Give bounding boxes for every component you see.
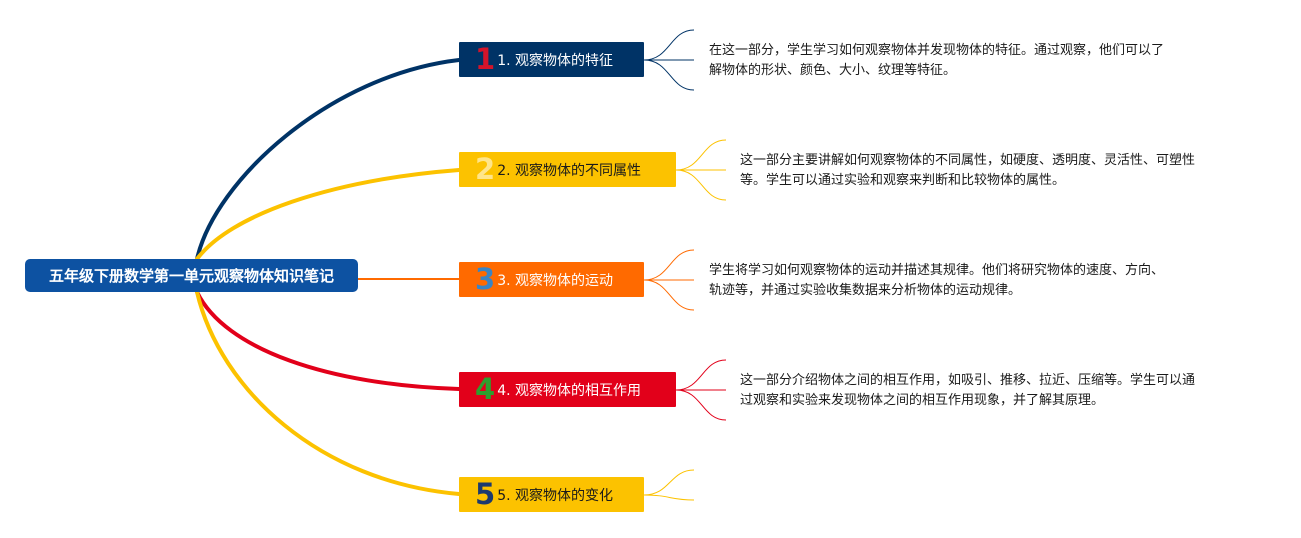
number-badge-5: 5 bbox=[475, 477, 495, 511]
topic-4-description: 这一部分介绍物体之间的相互作用，如吸引、推移、拉近、压缩等。学生可以通 过观察和… bbox=[740, 371, 1195, 411]
topic-4[interactable]: 4 4. 观察物体的相互作用 bbox=[459, 372, 676, 407]
branch-line-4 bbox=[195, 290, 461, 391]
topic-5-label: 5. 观察物体的变化 bbox=[497, 487, 613, 504]
topic-1-description-line-2: 解物体的形状、颜色、大小、纹理等特征。 bbox=[709, 63, 957, 78]
topic-2-description-line-2: 等。学生可以通过实验和观察来判断和比较物体的属性。 bbox=[740, 173, 1066, 188]
topic-4-description-line-1: 这一部分介绍物体之间的相互作用，如吸引、推移、拉近、压缩等。学生可以通 bbox=[740, 373, 1196, 388]
branch-line-1 bbox=[195, 58, 461, 261]
bracket-1 bbox=[643, 29, 695, 91]
topic-1-description: 在这一部分，学生学习如何观察物体并发现物体的特征。通过观察，他们可以了 解物体的… bbox=[709, 41, 1164, 81]
topic-2-description-line-1: 这一部分主要讲解如何观察物体的不同属性，如硬度、透明度、灵活性、可塑性 bbox=[740, 153, 1196, 168]
number-badge-2: 2 bbox=[475, 152, 495, 186]
topic-4-description-line-2: 过观察和实验来发现物体之间的相互作用现象，并了解其原理。 bbox=[740, 393, 1105, 408]
bracket-2 bbox=[675, 139, 727, 201]
branch-line-5 bbox=[195, 290, 461, 496]
number-badge-3: 3 bbox=[475, 262, 495, 296]
topic-2-label: 2. 观察物体的不同属性 bbox=[497, 162, 641, 179]
number-badge-1: 1 bbox=[475, 42, 495, 76]
topic-3-description: 学生将学习如何观察物体的运动并描述其规律。他们将研究物体的速度、方向、 轨迹等，… bbox=[709, 261, 1164, 301]
branch-line-2 bbox=[195, 168, 461, 261]
root-topic[interactable]: 五年级下册数学第一单元观察物体知识笔记 bbox=[25, 259, 358, 292]
topic-5[interactable]: 5 5. 观察物体的变化 bbox=[459, 477, 644, 512]
topic-3-label: 3. 观察物体的运动 bbox=[497, 272, 613, 289]
topic-3-description-line-1: 学生将学习如何观察物体的运动并描述其规律。他们将研究物体的速度、方向、 bbox=[709, 263, 1165, 278]
bracket-5 bbox=[643, 469, 695, 501]
topic-2[interactable]: 2 2. 观察物体的不同属性 bbox=[459, 152, 676, 187]
bracket-4 bbox=[675, 359, 727, 421]
number-badge-4: 4 bbox=[475, 372, 495, 406]
bracket-3 bbox=[643, 249, 695, 311]
topic-1-description-line-1: 在这一部分，学生学习如何观察物体并发现物体的特征。通过观察，他们可以了 bbox=[709, 43, 1165, 58]
topic-1-label: 1. 观察物体的特征 bbox=[497, 52, 613, 69]
topic-2-description: 这一部分主要讲解如何观察物体的不同属性，如硬度、透明度、灵活性、可塑性 等。学生… bbox=[740, 151, 1195, 191]
topic-3-description-line-2: 轨迹等，并通过实验收集数据来分析物体的运动规律。 bbox=[709, 283, 1022, 298]
topic-1[interactable]: 1 1. 观察物体的特征 bbox=[459, 42, 644, 77]
topic-3[interactable]: 3 3. 观察物体的运动 bbox=[459, 262, 644, 297]
topic-4-label: 4. 观察物体的相互作用 bbox=[497, 382, 641, 399]
